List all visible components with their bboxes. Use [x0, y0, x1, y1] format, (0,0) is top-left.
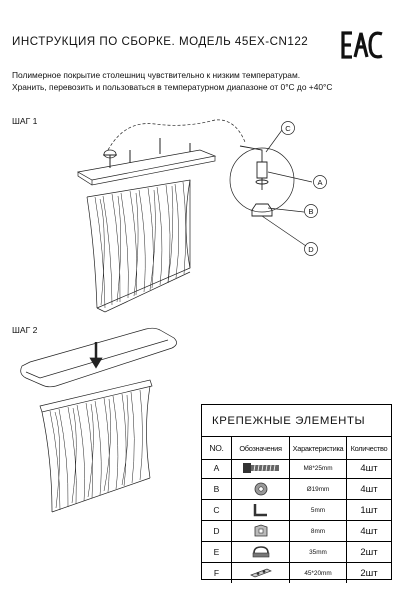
fasteners-table: КРЕПЕЖНЫЕ ЭЛЕМЕНТЫ NO. Обозначения Харак…: [201, 404, 392, 583]
hex-key-icon: [253, 504, 267, 517]
row-no: A: [202, 458, 232, 478]
row-spec: Ø19mm: [290, 479, 347, 499]
row-no: E: [202, 542, 232, 562]
bracket-icon: [254, 524, 267, 537]
callout-c: C: [285, 124, 291, 133]
table-row: E 35mm 2шт: [202, 542, 391, 563]
header-quantity: Количество: [350, 443, 388, 453]
row-spec: 45*20mm: [290, 563, 347, 583]
row-spec: M8*25mm: [290, 458, 347, 478]
table-row: F 45*20mm 2шт: [202, 563, 391, 583]
table-row: B Ø19mm 4шт: [202, 479, 391, 500]
note-temperature: Хранить, перевозить и пользоваться в тем…: [12, 82, 333, 92]
step-2-label: ШАГ 2: [12, 325, 38, 335]
eac-certification-mark: [341, 31, 383, 59]
table-row: A M8*25mm 4шт: [202, 458, 391, 479]
row-spec: 35mm: [290, 542, 347, 562]
header-designation: Обозначения: [232, 437, 290, 459]
callout-a: A: [317, 178, 322, 187]
header-spec: Характеристика: [290, 437, 347, 459]
row-qty: 2шт: [360, 546, 378, 558]
page-title: ИНСТРУКЦИЯ ПО СБОРКЕ. МОДЕЛЬ 45EX-CN122: [12, 35, 309, 48]
table-row: C 5mm 1шт: [202, 500, 391, 521]
row-qty: 4шт: [360, 525, 378, 537]
table-row: D 8mm 4шт: [202, 521, 391, 542]
row-no: D: [202, 521, 232, 541]
row-qty: 4шт: [360, 483, 378, 495]
clamp-icon: [252, 546, 269, 558]
fasteners-table-title: КРЕПЕЖНЫЕ ЭЛЕМЕНТЫ: [212, 415, 366, 427]
pad-icon: [249, 568, 272, 578]
row-qty: 1шт: [360, 504, 378, 516]
header-no: NO.: [202, 437, 232, 459]
note-coating: Полимерное покрытие столешниц чувствител…: [12, 70, 301, 80]
table-header: NO. Обозначения Характеристика Количеств…: [202, 436, 391, 460]
row-spec: 8mm: [290, 521, 347, 541]
row-qty: 4шт: [360, 462, 378, 474]
row-spec: 5mm: [290, 500, 347, 520]
row-no: C: [202, 500, 232, 520]
callout-b: B: [308, 207, 313, 216]
row-no: F: [202, 563, 232, 583]
washer-icon: [254, 482, 267, 496]
callout-d: D: [308, 245, 314, 254]
step-1-label: ШАГ 1: [12, 116, 38, 126]
bolt-icon: [242, 463, 279, 473]
row-no: B: [202, 479, 232, 499]
row-qty: 2шт: [360, 567, 378, 579]
